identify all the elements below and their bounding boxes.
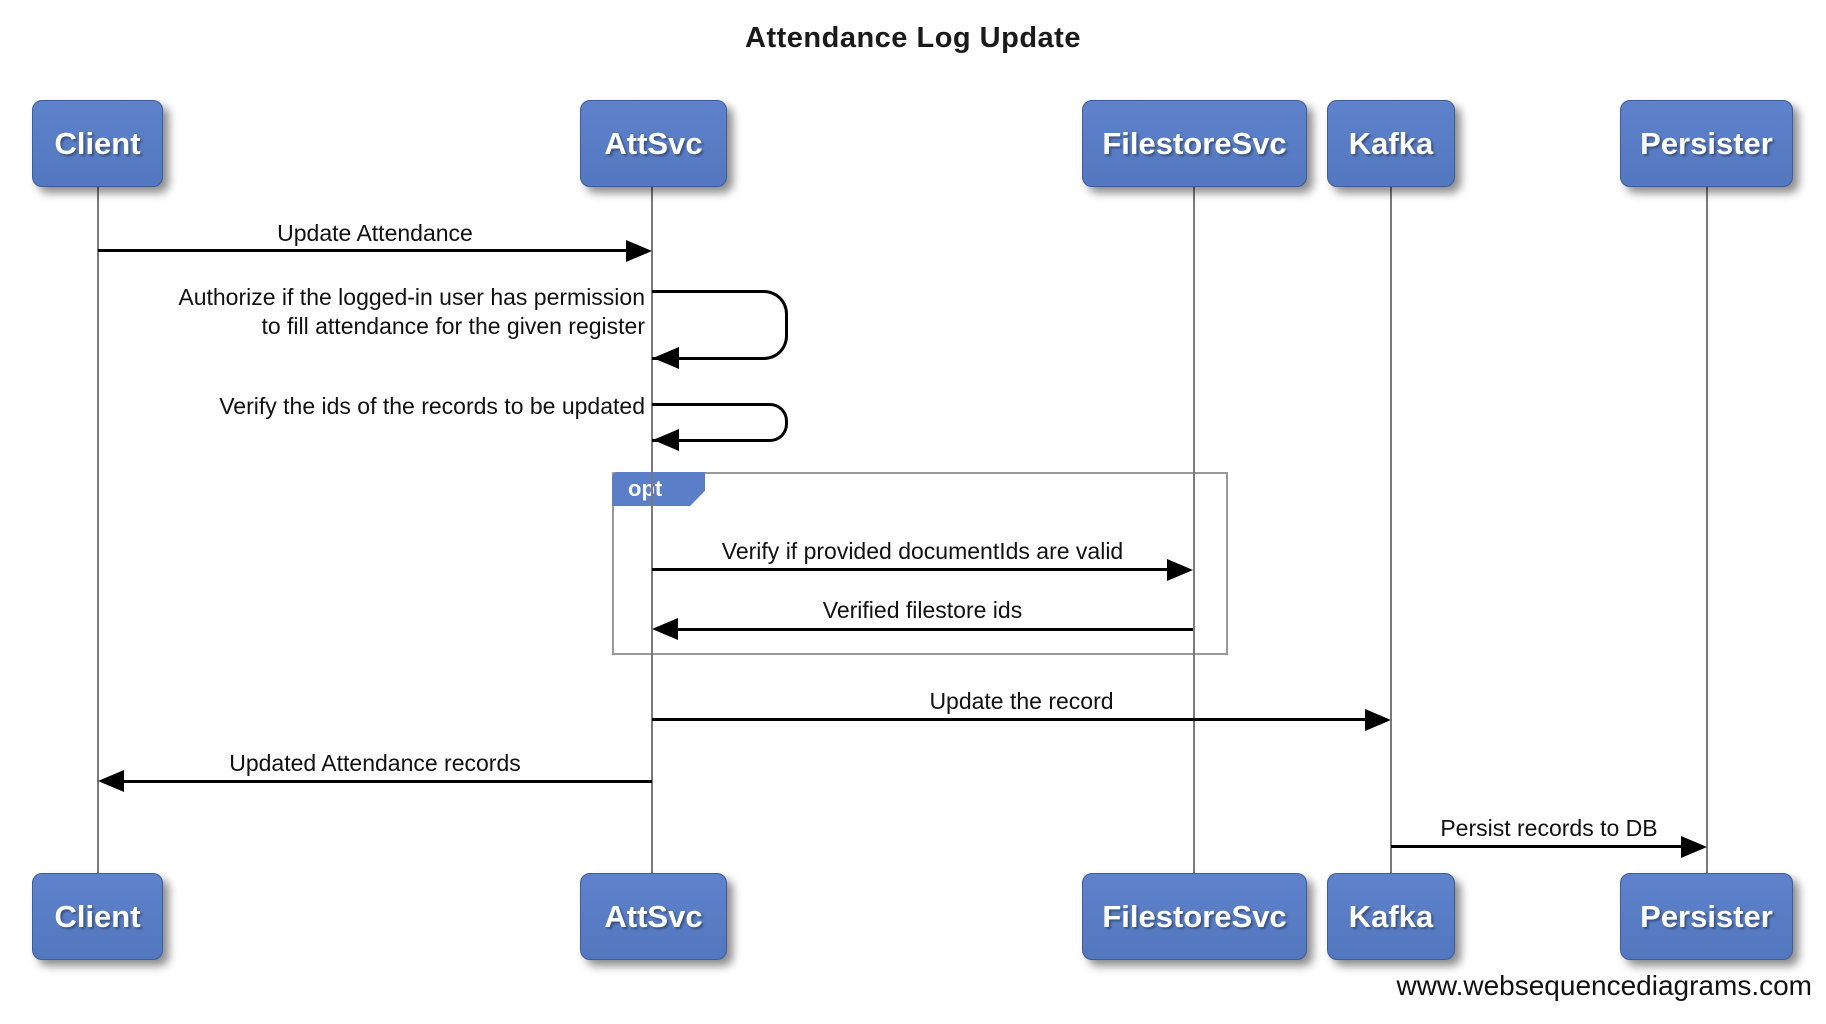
lifeline-attsvc — [651, 187, 653, 873]
actor-box-kafka-top: Kafka — [1327, 100, 1455, 187]
opt-fragment-tab: opt — [612, 472, 705, 506]
actor-box-persister-bottom: Persister — [1620, 873, 1793, 960]
actor-box-persister-top: Persister — [1620, 100, 1793, 187]
message-label-persist-db: Persist records to DB — [1440, 815, 1658, 841]
arrowhead-right-icon — [626, 240, 652, 262]
lifeline-kafka — [1390, 187, 1392, 873]
arrowhead-left-icon — [652, 618, 678, 640]
message-arrow-verified-ids — [678, 628, 1193, 631]
message-label-authorize-line1: Authorize if the logged-in user has perm… — [178, 284, 645, 310]
actor-box-client-bottom: Client — [32, 873, 163, 960]
lifeline-persister — [1706, 187, 1708, 873]
message-arrow-update-attendance — [98, 249, 626, 252]
lifeline-filestoresvc — [1193, 187, 1195, 873]
message-label-updated-records: Updated Attendance records — [229, 750, 521, 776]
message-arrow-verify-docids — [652, 568, 1167, 571]
message-label-update-attendance: Update Attendance — [277, 220, 473, 246]
arrowhead-right-icon — [1365, 709, 1391, 731]
arrowhead-left-icon — [98, 770, 124, 792]
message-arrow-persist-db — [1391, 845, 1681, 848]
actor-box-filestoresvc-bottom: FilestoreSvc — [1082, 873, 1307, 960]
actor-box-attsvc-bottom: AttSvc — [580, 873, 727, 960]
message-arrow-updated-records — [124, 780, 652, 783]
actor-box-kafka-bottom: Kafka — [1327, 873, 1455, 960]
message-label-update-record: Update the record — [929, 688, 1114, 714]
opt-fragment-label: opt — [628, 476, 663, 501]
self-loop-authorize — [652, 290, 788, 360]
arrowhead-left-icon — [653, 429, 679, 451]
arrowhead-right-icon — [1167, 559, 1193, 581]
watermark-text: www.websequencediagrams.com — [1396, 970, 1812, 1001]
diagram-title: Attendance Log Update — [745, 22, 1081, 54]
actor-box-attsvc-top: AttSvc — [580, 100, 727, 187]
lifeline-client — [97, 187, 99, 873]
message-label-verify-docids: Verify if provided documentIds are valid — [721, 538, 1124, 564]
message-label-verify-ids: Verify the ids of the records to be upda… — [219, 393, 645, 419]
arrowhead-left-icon — [653, 347, 679, 369]
actor-box-filestoresvc-top: FilestoreSvc — [1082, 100, 1307, 187]
message-label-authorize: Authorize if the logged-in user has perm… — [85, 283, 645, 342]
self-loop-verify-ids — [652, 403, 788, 442]
message-arrow-update-record — [652, 718, 1365, 721]
actor-box-client-top: Client — [32, 100, 163, 187]
message-label-verified-ids: Verified filestore ids — [822, 597, 1023, 623]
opt-fragment-frame — [612, 472, 1228, 655]
message-label-authorize-line2: to fill attendance for the given registe… — [261, 313, 645, 340]
arrowhead-right-icon — [1681, 836, 1707, 858]
